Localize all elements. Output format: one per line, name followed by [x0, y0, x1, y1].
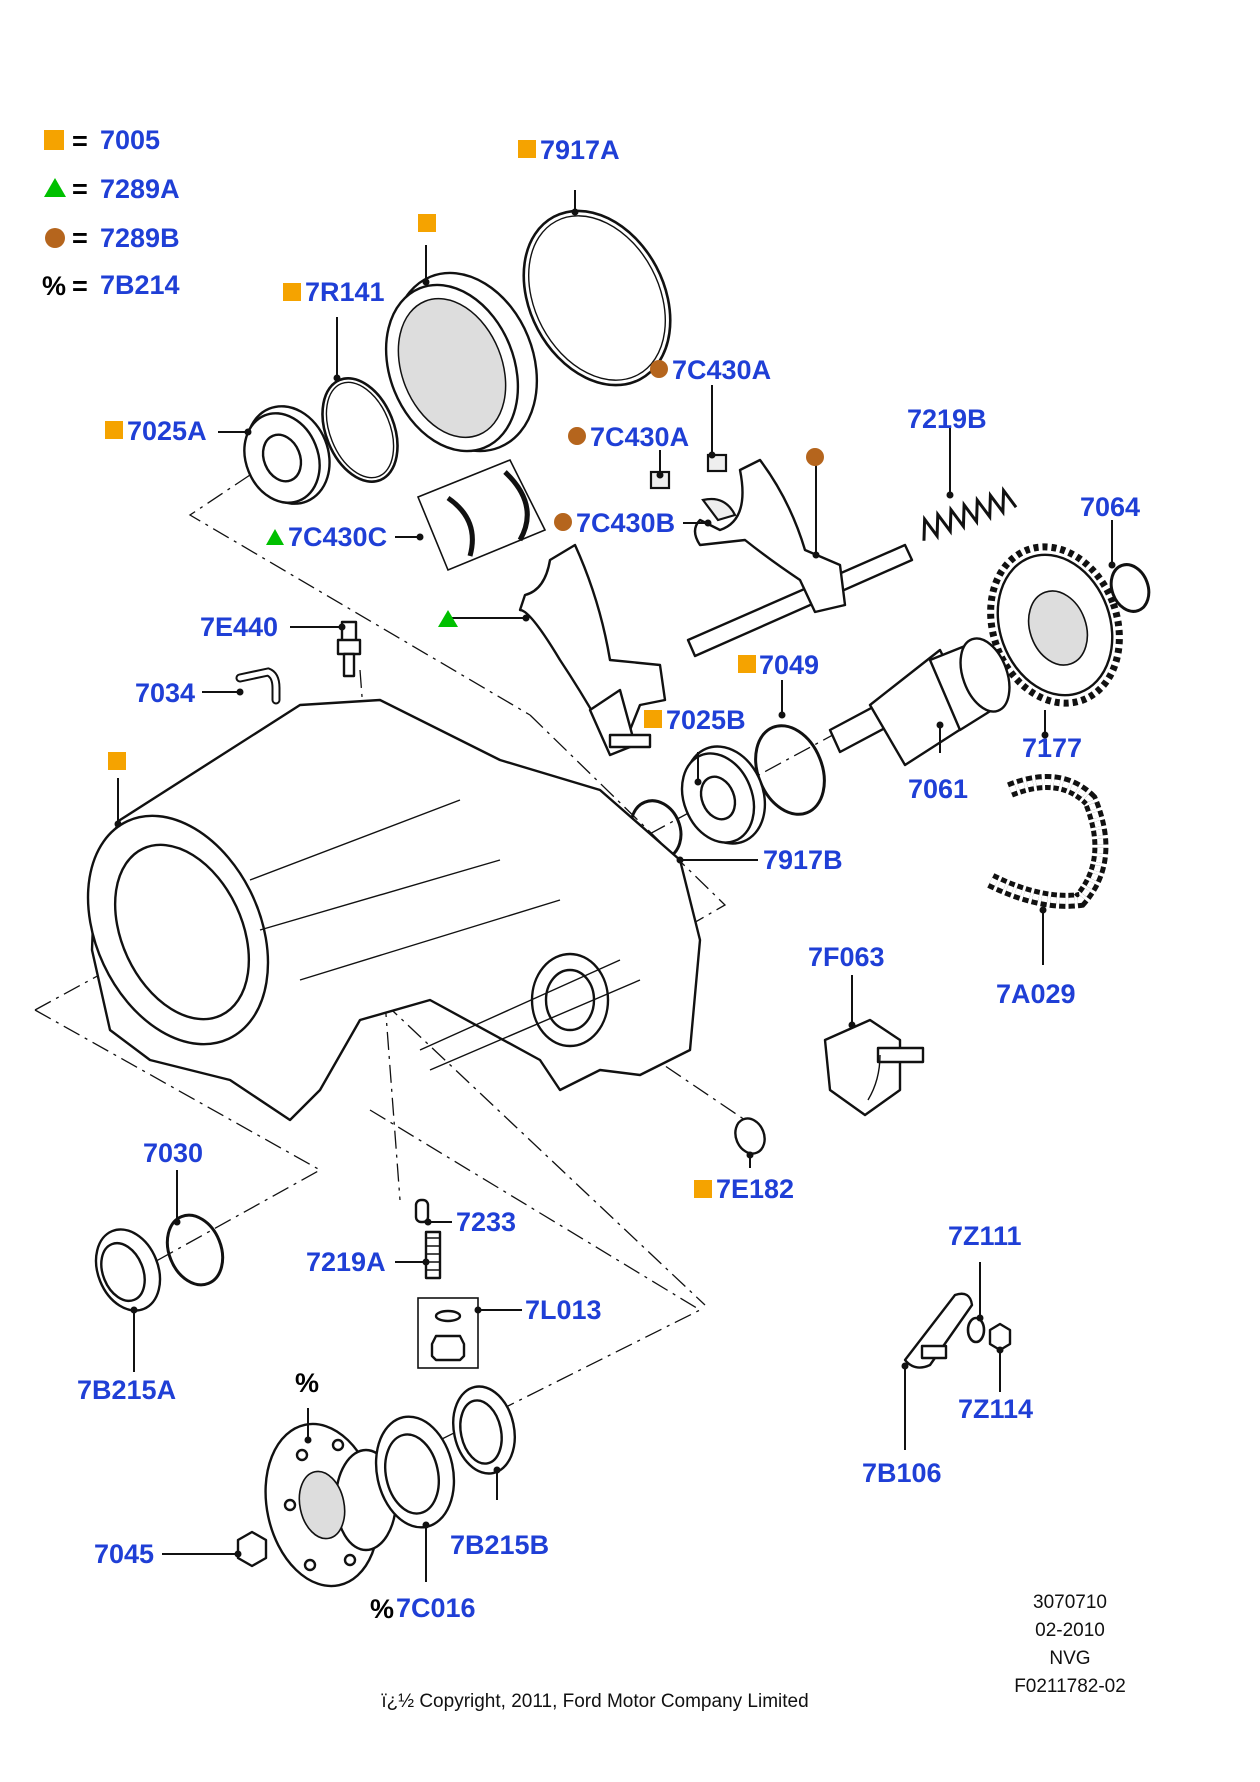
- label-7b215a[interactable]: 7B215A: [77, 1375, 176, 1405]
- marker-circle-7c430a-2: [568, 427, 586, 445]
- label-7045[interactable]: 7045: [94, 1539, 154, 1569]
- legend: = 7005 = 7289A = 7289B % = 7B214: [42, 125, 180, 301]
- marker-square-7r141: [283, 283, 301, 301]
- plug-7l013[interactable]: [417, 1297, 479, 1369]
- bearing-7025a[interactable]: [231, 394, 343, 517]
- snap-ring-7917a[interactable]: [495, 185, 700, 410]
- transfer-case-housing[interactable]: [53, 698, 702, 1122]
- label-7219a[interactable]: 7219A: [306, 1247, 386, 1277]
- label-7030[interactable]: 7030: [143, 1138, 203, 1168]
- legend-eq-3: =: [72, 223, 88, 253]
- marker-percent-flange: %: [295, 1368, 319, 1398]
- marker-square-7025a: [105, 421, 123, 439]
- label-7c016[interactable]: 7C016: [396, 1593, 476, 1623]
- label-7034[interactable]: 7034: [135, 678, 195, 708]
- part-markers: % %: [105, 140, 824, 1624]
- info-line-2: 02-2010: [1035, 1620, 1105, 1641]
- legend-eq-2: =: [72, 174, 88, 204]
- companion-flange[interactable]: [251, 1413, 398, 1596]
- washer-7z111[interactable]: [966, 1316, 986, 1344]
- ring-gear-housing[interactable]: [362, 251, 562, 473]
- label-7e440[interactable]: 7E440: [200, 612, 278, 642]
- legend-eq-4: =: [72, 271, 88, 301]
- lever-7b106[interactable]: [903, 1292, 974, 1369]
- snap-ring-7064[interactable]: [1105, 559, 1155, 616]
- legend-code-7289b: 7289B: [100, 223, 180, 253]
- nut-7045[interactable]: [236, 1530, 268, 1568]
- leader-lines: [114, 190, 1116, 1582]
- output-shaft-7061[interactable]: [828, 632, 1019, 767]
- pad-7c430a-2[interactable]: [706, 453, 728, 473]
- marker-triangle-fork: [438, 610, 458, 627]
- marker-square-7049: [738, 655, 756, 673]
- snap-ring-7030[interactable]: [157, 1207, 232, 1293]
- seal-7c016[interactable]: [366, 1409, 464, 1534]
- actuator-7f063[interactable]: [823, 1018, 925, 1117]
- vent-7034[interactable]: [235, 667, 281, 705]
- label-7219b[interactable]: 7219B: [907, 404, 987, 434]
- drawing-info-block: 3070710 02-2010 NVG F0211782-02: [1014, 1592, 1126, 1697]
- label-7917a[interactable]: 7917A: [540, 135, 620, 165]
- legend-triangle-marker: [44, 178, 66, 197]
- legend-code-7005: 7005: [100, 125, 160, 155]
- label-7z111[interactable]: 7Z111: [948, 1221, 1022, 1251]
- label-7b215b[interactable]: 7B215B: [450, 1530, 549, 1560]
- label-7a029[interactable]: 7A029: [996, 979, 1076, 1009]
- label-7233[interactable]: 7233: [456, 1207, 516, 1237]
- sensor-7e440[interactable]: [336, 620, 362, 678]
- shift-shoes-7c430c[interactable]: [416, 458, 547, 572]
- marker-percent-7c016: %: [370, 1594, 394, 1624]
- marker-circle-7c430b: [554, 513, 572, 531]
- drive-chain-7a029[interactable]: [986, 774, 1109, 909]
- legend-circle-marker: [45, 228, 65, 248]
- label-7c430a[interactable]: 7C430A: [672, 355, 771, 385]
- label-7049[interactable]: 7049: [759, 650, 819, 680]
- info-line-4: F0211782-02: [1014, 1676, 1126, 1697]
- shift-rail-fork-assembly[interactable]: [518, 458, 914, 757]
- legend-code-7b214: 7B214: [100, 270, 180, 300]
- marker-square-7917a: [518, 140, 536, 158]
- legend-eq-1: =: [72, 126, 88, 156]
- seal-7b215b[interactable]: [446, 1381, 523, 1480]
- label-7c430a-2[interactable]: 7C430A: [590, 422, 689, 452]
- label-7r141[interactable]: 7R141: [305, 277, 385, 307]
- legend-square-marker: [44, 130, 64, 150]
- marker-square-housing: [108, 752, 126, 770]
- marker-square-7e182: [694, 1180, 712, 1198]
- seal-7e182[interactable]: [730, 1114, 769, 1158]
- label-7f063[interactable]: 7F063: [808, 942, 885, 972]
- marker-triangle-7c430c: [266, 529, 284, 545]
- copyright-notice: ï¿½ Copyright, 2011, Ford Motor Company …: [381, 1691, 808, 1712]
- info-line-3: NVG: [1049, 1648, 1090, 1669]
- label-7917b[interactable]: 7917B: [763, 845, 843, 875]
- label-7061[interactable]: 7061: [908, 774, 968, 804]
- label-7025a[interactable]: 7025A: [127, 416, 207, 446]
- label-7z114[interactable]: 7Z114: [958, 1394, 1033, 1424]
- sprocket-7177[interactable]: [969, 529, 1140, 722]
- marker-circle-7c430a: [650, 360, 668, 378]
- marker-circle-rail: [806, 448, 824, 466]
- label-7064[interactable]: 7064: [1080, 492, 1140, 522]
- marker-square-7025b: [644, 710, 662, 728]
- seal-7b215a[interactable]: [84, 1220, 171, 1320]
- part-labels: 7917A 7R141 7C430A 7C430A 7025A 7219B 70…: [77, 135, 1140, 1623]
- label-7c430c[interactable]: 7C430C: [288, 522, 387, 552]
- nut-7z114[interactable]: [988, 1322, 1012, 1352]
- label-7l013[interactable]: 7L013: [525, 1295, 602, 1325]
- label-7177[interactable]: 7177: [1022, 733, 1082, 763]
- plunger-7233[interactable]: [414, 1198, 430, 1224]
- pad-7c430b[interactable]: [701, 497, 737, 522]
- label-7025b[interactable]: 7025B: [666, 705, 746, 735]
- legend-percent-marker: %: [42, 271, 66, 301]
- label-7e182[interactable]: 7E182: [716, 1174, 794, 1204]
- label-7c430b[interactable]: 7C430B: [576, 508, 675, 538]
- label-7b106[interactable]: 7B106: [862, 1458, 942, 1488]
- legend-code-7289a: 7289A: [100, 174, 180, 204]
- spring-7219a[interactable]: [424, 1230, 442, 1280]
- marker-square-ring-gear: [418, 214, 436, 232]
- bearing-7025b[interactable]: [669, 734, 779, 855]
- info-line-1: 3070710: [1033, 1592, 1107, 1613]
- spring-7219b[interactable]: [917, 486, 1018, 541]
